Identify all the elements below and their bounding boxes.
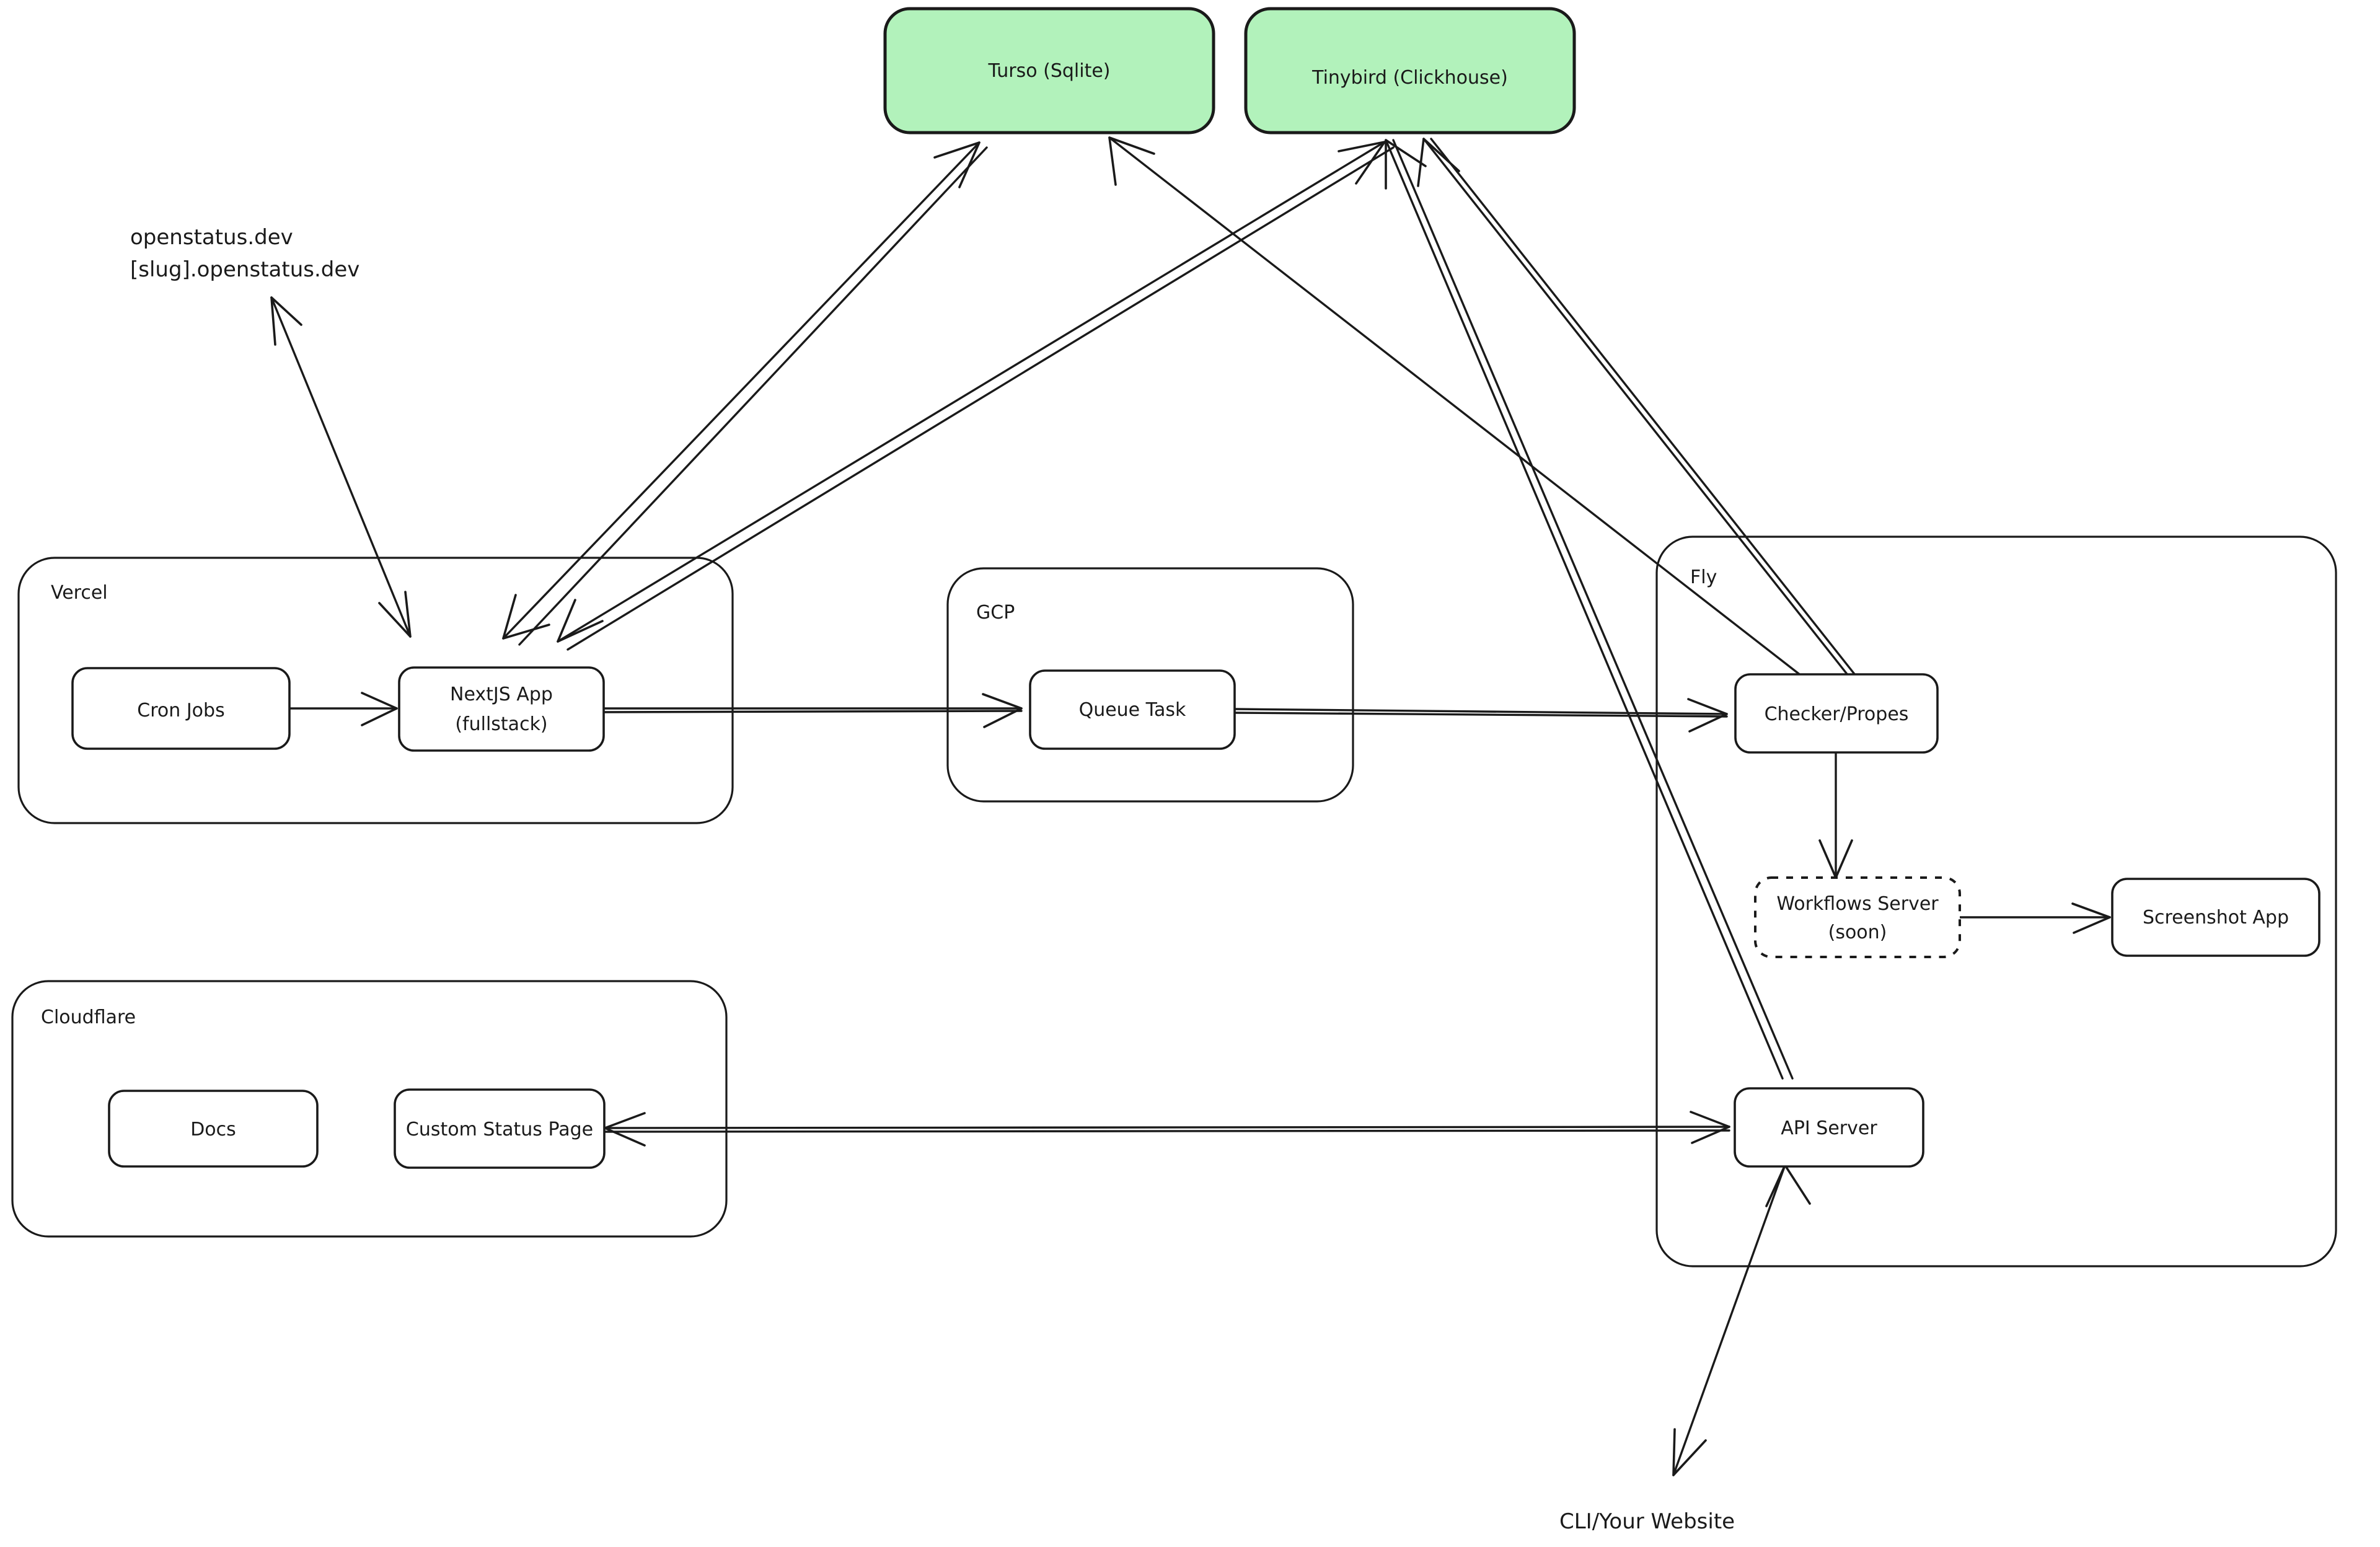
node-tinybird-label: Tinybird (Clickhouse) <box>1311 67 1508 89</box>
node-queue-task-rect[interactable] <box>1029 669 1236 750</box>
edge-nextjs-queue <box>603 693 1023 728</box>
node-nextjs-app-label-line1: NextJS App <box>450 684 553 705</box>
edge-nextjs-turso <box>502 141 988 646</box>
node-nextjs-app[interactable]: NextJS App (fullstack) <box>398 666 605 752</box>
group-fly: Fly <box>1655 536 2337 1267</box>
node-screenshot-app[interactable]: Screenshot App <box>2111 878 2320 957</box>
group-gcp-label: GCP <box>976 602 1015 624</box>
label-cli-your-website: CLI/Your Website <box>1559 1509 1735 1534</box>
edge-checker-turso <box>1108 136 1802 677</box>
label-domains: openstatus.dev [slug].openstatus.dev <box>130 225 359 282</box>
node-checker-probes-label: Checker/Propes <box>1765 703 1909 725</box>
label-domain-wildcard: [slug].openstatus.dev <box>130 257 359 282</box>
edge-cron-nextjs <box>289 692 398 726</box>
node-turso-rect[interactable] <box>883 7 1215 134</box>
node-checker-probes[interactable]: Checker/Propes <box>1734 673 1939 754</box>
group-gcp-rect <box>946 567 1354 803</box>
node-tinybird[interactable]: Tinybird (Clickhouse) <box>1244 7 1576 134</box>
group-gcp: GCP <box>946 567 1354 803</box>
node-workflows-server-rect[interactable] <box>1754 876 1961 958</box>
node-queue-task-label: Queue Task <box>1079 699 1186 721</box>
edge-api-statuspage <box>604 1111 1730 1147</box>
edge-nextjs-tinybird <box>557 141 1395 651</box>
group-vercel-label: Vercel <box>51 582 108 604</box>
node-screenshot-app-rect[interactable] <box>2111 878 2320 957</box>
group-cloudflare-label: Cloudflare <box>41 1007 136 1028</box>
edge-checker-workflows <box>1818 751 1853 879</box>
edge-workflows-screenshot <box>1959 902 2111 934</box>
group-fly-rect <box>1655 536 2337 1267</box>
node-cron-jobs-label: Cron Jobs <box>137 700 224 721</box>
node-custom-status-page-label: Custom Status Page <box>406 1119 593 1140</box>
group-vercel-rect <box>17 557 734 824</box>
node-docs[interactable]: Docs <box>108 1090 319 1168</box>
node-api-server-rect[interactable] <box>1734 1087 1924 1168</box>
node-tinybird-rect[interactable] <box>1244 7 1576 134</box>
node-queue-task[interactable]: Queue Task <box>1029 669 1236 750</box>
node-custom-status-page-rect[interactable] <box>394 1088 606 1169</box>
node-docs-rect[interactable] <box>108 1090 319 1168</box>
node-api-server[interactable]: API Server <box>1734 1087 1924 1168</box>
node-nextjs-app-rect[interactable] <box>398 666 605 752</box>
label-client: CLI/Your Website <box>1559 1509 1735 1534</box>
group-vercel: Vercel <box>17 557 734 824</box>
label-domain-primary: openstatus.dev <box>130 225 293 250</box>
node-cron-jobs[interactable]: Cron Jobs <box>71 667 291 750</box>
node-cron-jobs-rect[interactable] <box>71 667 291 750</box>
node-checker-probes-rect[interactable] <box>1734 673 1939 754</box>
node-custom-status-page[interactable]: Custom Status Page <box>394 1088 606 1169</box>
node-workflows-server-label-line1: Workflows Server <box>1776 893 1939 915</box>
edge-checker-tinybird <box>1417 138 1857 677</box>
node-docs-label: Docs <box>190 1119 236 1140</box>
node-api-server-label: API Server <box>1781 1117 1877 1139</box>
node-turso[interactable]: Turso (Sqlite) <box>883 7 1215 134</box>
edge-domains-nextjs <box>270 296 412 638</box>
node-screenshot-app-label: Screenshot App <box>2143 907 2289 928</box>
edge-client-api <box>1672 1164 1811 1476</box>
group-fly-label: Fly <box>1690 566 1717 588</box>
node-workflows-server[interactable]: Workflows Server (soon) <box>1754 876 1961 958</box>
node-nextjs-app-label-line2: (fullstack) <box>455 713 547 735</box>
edge-queue-checker <box>1234 698 1728 733</box>
edge-api-tinybird <box>1385 139 1794 1080</box>
node-turso-label: Turso (Sqlite) <box>987 60 1110 82</box>
group-cloudflare: Cloudflare <box>11 980 728 1238</box>
node-workflows-server-label-line2: (soon) <box>1828 922 1887 943</box>
group-cloudflare-rect <box>11 980 728 1238</box>
